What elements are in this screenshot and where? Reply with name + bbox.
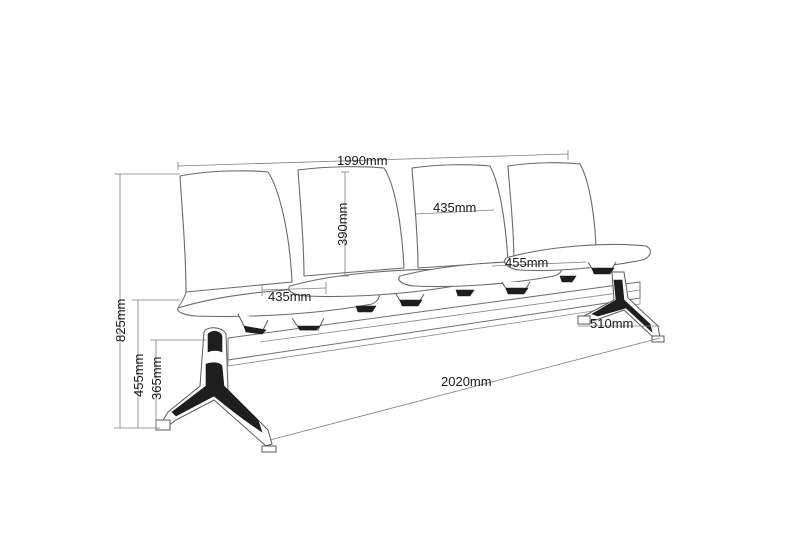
left-leg [155, 327, 277, 453]
dim-total-height-label: 825mm [113, 299, 128, 342]
dim-overall-length-label: 1990mm [337, 153, 388, 168]
dim-seat-width-label: 435mm [268, 289, 311, 304]
dim-seat-height-label: 455mm [131, 354, 146, 397]
dim-backrest-width-label: 435mm [433, 200, 476, 215]
right-leg [577, 271, 665, 343]
dimension-lines [114, 150, 661, 441]
dim-seat-depth-label: 455mm [505, 255, 548, 270]
dim-beam-height-label: 365mm [149, 357, 164, 400]
dim-base-length-label: 2020mm [441, 374, 492, 389]
seat-3 [398, 164, 563, 288]
dim-foot-depth-label: 510mm [590, 316, 633, 331]
dim-backrest-height-label: 390mm [335, 203, 350, 246]
seat-brackets [237, 261, 617, 335]
main-beam [227, 281, 641, 367]
